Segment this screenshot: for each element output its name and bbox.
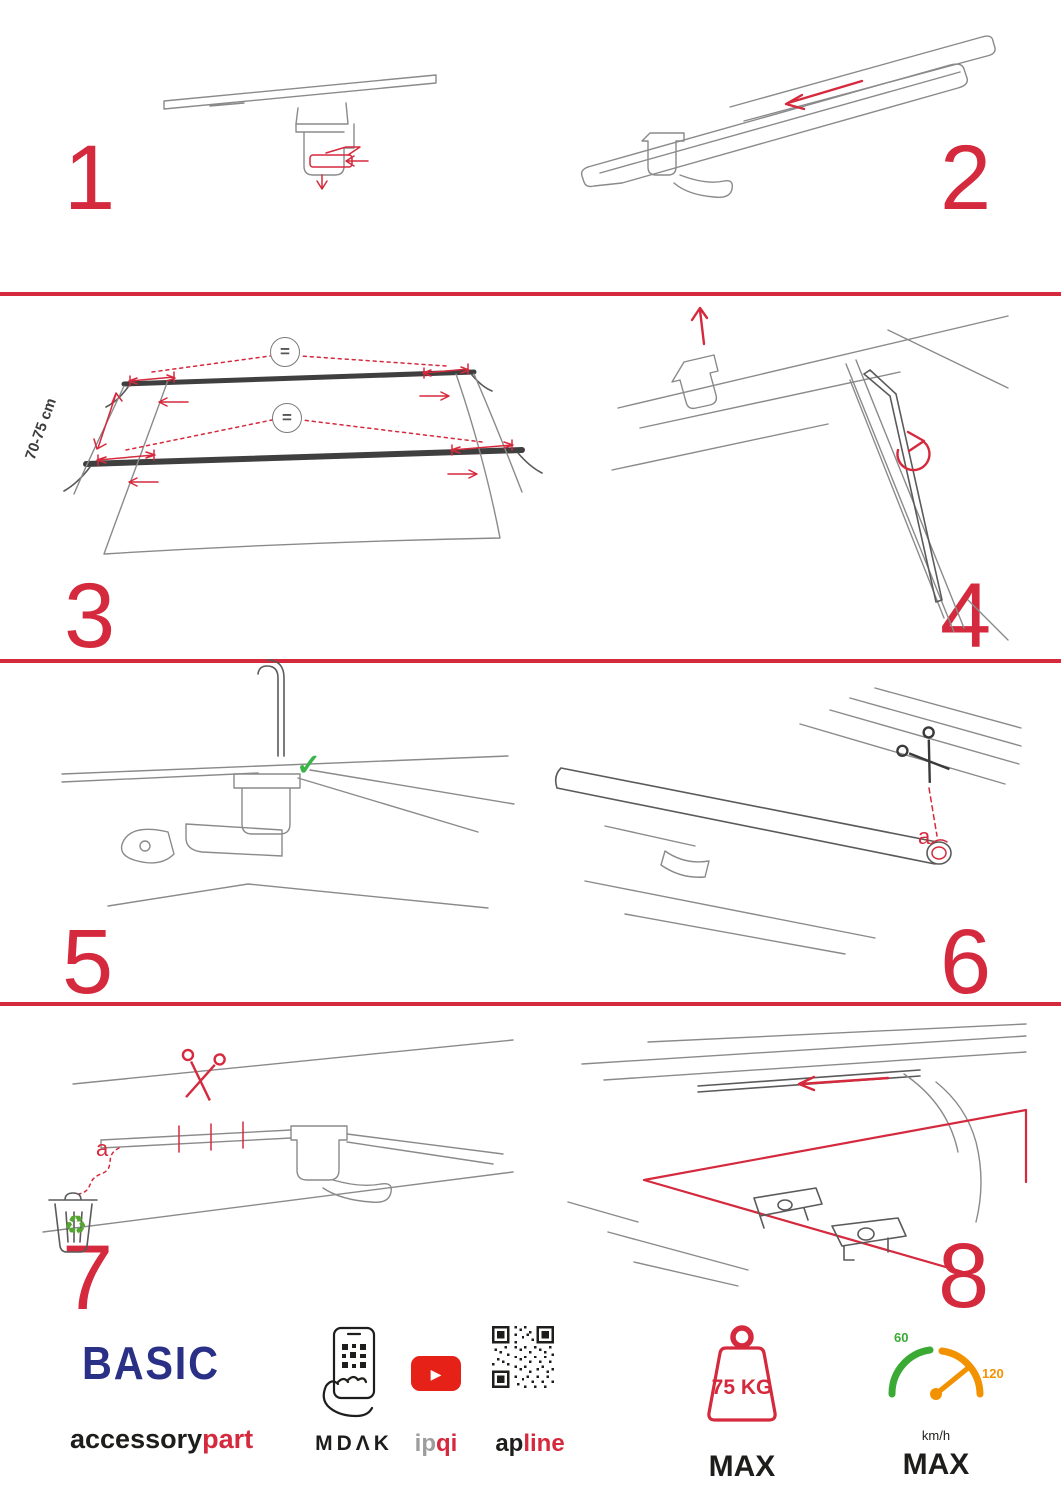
tighten-rotation-arrow: [896, 430, 931, 472]
max-weight-value: 75 KG: [711, 1376, 773, 1399]
speed-high-label: 120: [982, 1366, 1004, 1381]
ipqi-red-part: qi: [436, 1430, 458, 1457]
cut-piece-label-step7: a: [96, 1136, 109, 1161]
step-6-illustration: [554, 687, 1022, 955]
section-divider-3: [0, 1002, 1061, 1006]
step-1-illustration: [163, 74, 437, 190]
step-5-number: 5: [62, 911, 114, 1013]
max-weight-label: MAX: [708, 1450, 776, 1483]
scissors-icon: [181, 1048, 226, 1101]
mdak-wordmark: MDΛK: [315, 1432, 393, 1455]
cut-line: [928, 787, 938, 837]
accessorypart-wordmark: accessorypart: [70, 1424, 253, 1455]
phone-qr-scan-icon: [322, 1326, 376, 1418]
step-6-number: 6: [940, 911, 992, 1013]
apline-wordmark: apline: [488, 1430, 572, 1458]
trash-bin-icon: [48, 1192, 98, 1253]
speed-low-label: 60: [894, 1330, 909, 1345]
allen-key: [863, 369, 943, 603]
step-2-illustration: [580, 35, 996, 199]
ipqi-gray-part: ip: [414, 1430, 436, 1457]
apline-red-part: line: [523, 1430, 565, 1457]
recycle-icon: ♻: [64, 1210, 88, 1240]
check-icon: ✓: [296, 749, 322, 782]
play-icon: ▶: [430, 1365, 442, 1382]
lift-direction-arrow: [690, 306, 709, 346]
speedometer-needle: [933, 1365, 971, 1397]
step-4-number: 4: [940, 565, 992, 667]
equal-sign-top: =: [280, 342, 290, 361]
step-1-number: 1: [64, 127, 116, 229]
clamp-plate: [753, 1187, 823, 1229]
equal-sign-bottom: =: [282, 408, 292, 427]
speed-unit-label: km/h: [921, 1428, 951, 1443]
slide-direction-arrow: [784, 79, 864, 111]
step-3-number: 3: [64, 565, 116, 667]
max-speed-label: MAX: [902, 1448, 970, 1481]
qr-code-icon: [492, 1326, 554, 1388]
speedometer-icon: [888, 1346, 984, 1400]
step-2-number: 2: [940, 127, 992, 229]
cut-marks: [178, 1121, 244, 1153]
equal-spacing-badge-top: =: [270, 337, 300, 367]
equal-spacing-badge-bottom: =: [272, 403, 302, 433]
t-bolt-plate: [831, 1217, 907, 1261]
rubber-strip-end-highlight: [931, 846, 947, 860]
section-divider-2: [0, 659, 1061, 663]
step-3-illustration: [63, 355, 543, 555]
ipqi-wordmark: ipqi: [405, 1430, 467, 1458]
step-7-number: 7: [62, 1227, 114, 1329]
apline-black-part: ap: [495, 1430, 524, 1457]
max-weight-icon: [707, 1325, 777, 1422]
slide-direction-arrow: [797, 1075, 890, 1092]
step-4-illustration: [611, 306, 1009, 641]
step-8-illustration: [567, 1023, 1028, 1287]
rubber-pad-highlight: [309, 146, 369, 190]
scissors-icon: [896, 726, 950, 783]
youtube-icon: ▶: [411, 1356, 461, 1391]
step-7-illustration: [42, 1039, 514, 1253]
mounting-zone-outline: [642, 1108, 1028, 1276]
accessorypart-red-part: part: [202, 1424, 254, 1454]
brand-logo-basic: BASIC: [82, 1337, 220, 1389]
accessorypart-black-part: accessory: [70, 1424, 203, 1454]
step-8-number: 8: [938, 1225, 990, 1327]
section-divider-1: [0, 292, 1061, 296]
cut-piece-label-step6: a: [918, 824, 931, 849]
spacing-dimension-arrows: [93, 355, 514, 487]
step-5-illustration: [61, 659, 515, 909]
